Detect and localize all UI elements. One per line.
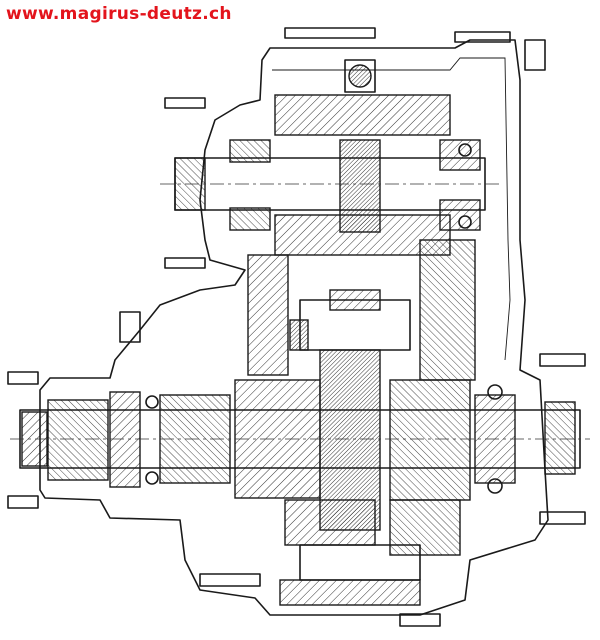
flange-bolts <box>7 27 586 627</box>
bearings <box>145 143 503 494</box>
housing-outline <box>39 39 549 616</box>
lower-gear-cluster <box>279 499 461 606</box>
site-watermark: www.magirus-deutz.ch <box>6 4 232 24</box>
middle-section <box>247 239 476 381</box>
top-plug <box>344 59 376 93</box>
upper-shaft-assembly <box>160 94 500 256</box>
lower-shaft-assembly <box>10 349 590 531</box>
